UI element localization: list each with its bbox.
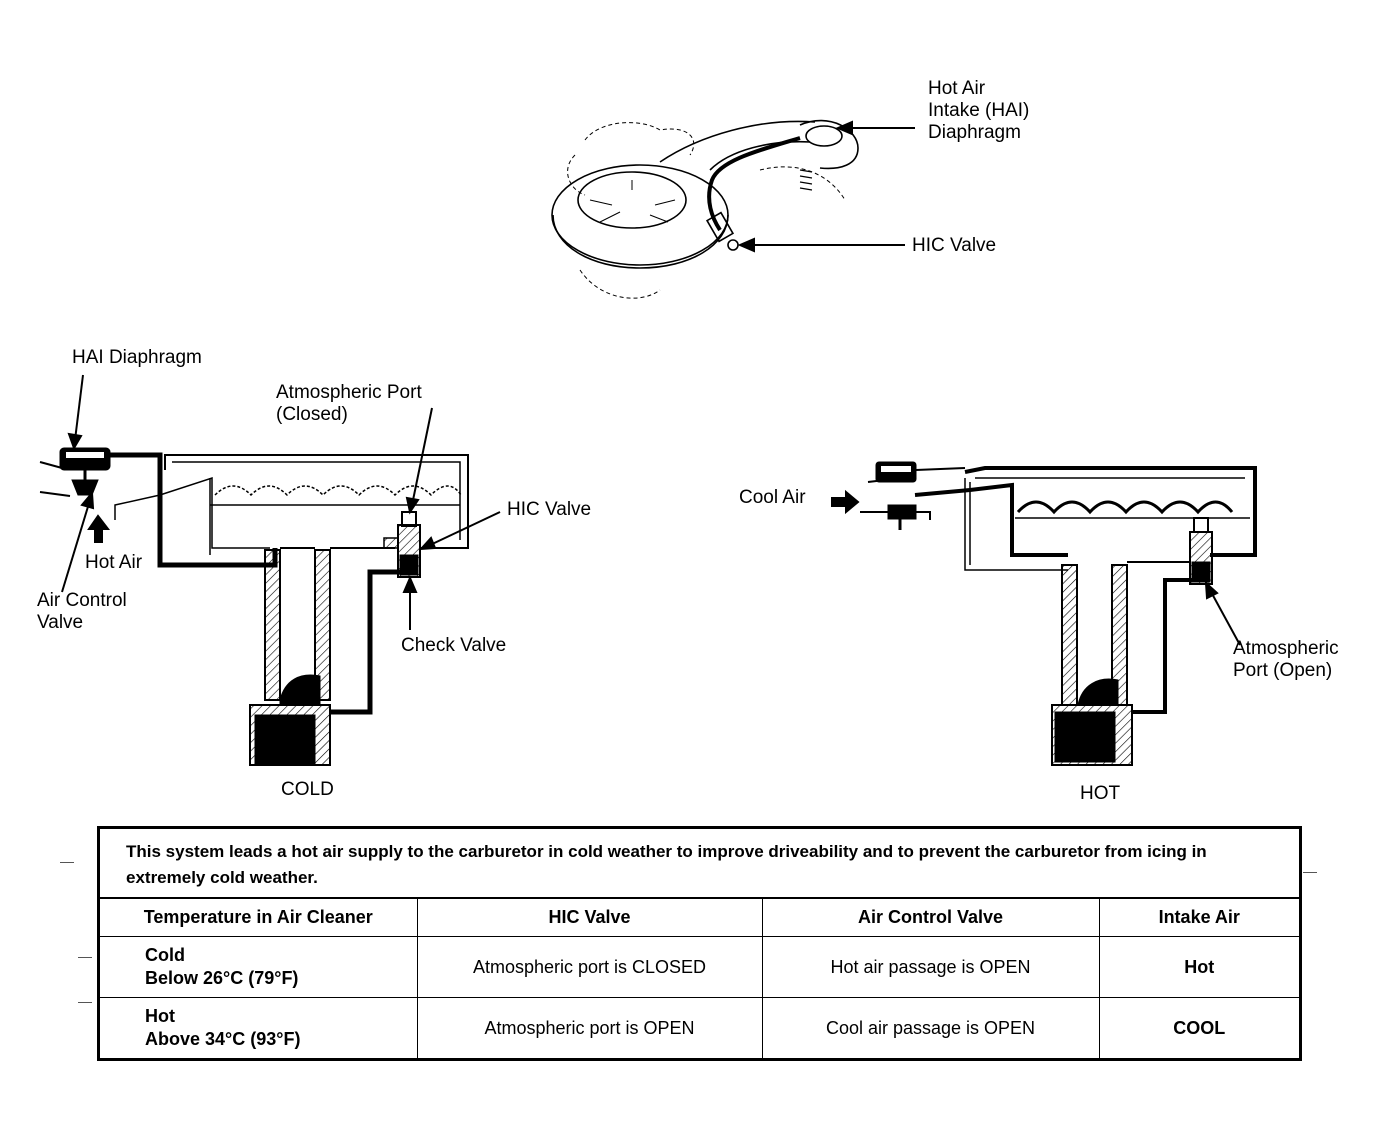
label-atmospheric-closed: Atmospheric Port (Closed) — [276, 382, 422, 425]
label-cool-air: Cool Air — [739, 487, 806, 508]
cell-temperature: Cold Below 26°C (79°F) — [100, 936, 418, 998]
hot-state-diagram — [860, 461, 1257, 766]
label-hic-valve-top: HIC Valve — [912, 235, 997, 256]
label-hot-air: Hot Air — [85, 552, 143, 573]
header-hic-valve: HIC Valve — [416, 899, 763, 937]
cell-acv: Cool air passage is OPEN — [761, 997, 1100, 1058]
temp-name: Hot — [145, 1006, 175, 1026]
cell-intake: COOL — [1098, 997, 1299, 1058]
temp-range: Below 26°C (79°F) — [145, 968, 299, 988]
label-check-valve: Check Valve — [401, 635, 507, 656]
cell-acv: Hot air passage is OPEN — [761, 936, 1100, 998]
cell-hic: Atmospheric port is CLOSED — [416, 936, 763, 998]
cell-hic: Atmospheric port is OPEN — [416, 997, 763, 1058]
label-atmospheric-open: Atmospheric Port (Open) — [1233, 638, 1339, 681]
table-row: Hot Above 34°C (93°F) Atmospheric port i… — [100, 997, 1299, 1058]
label-air-control-valve: Air Control Valve — [37, 590, 127, 633]
conditions-table: Temperature in Air Cleaner HIC Valve Air… — [100, 899, 1299, 1058]
info-table: This system leads a hot air supply to th… — [97, 826, 1302, 1061]
cell-intake: Hot — [1098, 936, 1299, 998]
callout-arrows-hot — [831, 489, 1241, 646]
temp-name: Cold — [145, 945, 185, 965]
label-hot: HOT — [1080, 783, 1121, 804]
air-cleaner-illustration — [551, 119, 859, 299]
header-intake-air: Intake Air — [1098, 899, 1299, 937]
callout-arrows-top — [737, 120, 915, 253]
header-temperature: Temperature in Air Cleaner — [100, 899, 418, 937]
cell-temperature: Hot Above 34°C (93°F) — [100, 997, 418, 1058]
callout-arrows-cold — [61, 374, 501, 630]
label-hai-diaphragm: HAI Diaphragm — [72, 347, 202, 368]
temp-range: Above 34°C (93°F) — [145, 1029, 301, 1049]
hai-system-diagram — [39, 119, 1257, 766]
table-header-row: Temperature in Air Cleaner HIC Valve Air… — [100, 899, 1299, 937]
table-row: Cold Below 26°C (79°F) Atmospheric port … — [100, 936, 1299, 998]
cold-state-diagram — [39, 447, 469, 766]
label-cold: COLD — [281, 779, 334, 800]
header-air-control-valve: Air Control Valve — [761, 899, 1100, 937]
label-hic-valve-cold: HIC Valve — [507, 499, 592, 520]
label-hai-top: Hot Air Intake (HAI) Diaphragm — [928, 78, 1030, 143]
table-intro: This system leads a hot air supply to th… — [100, 829, 1299, 899]
